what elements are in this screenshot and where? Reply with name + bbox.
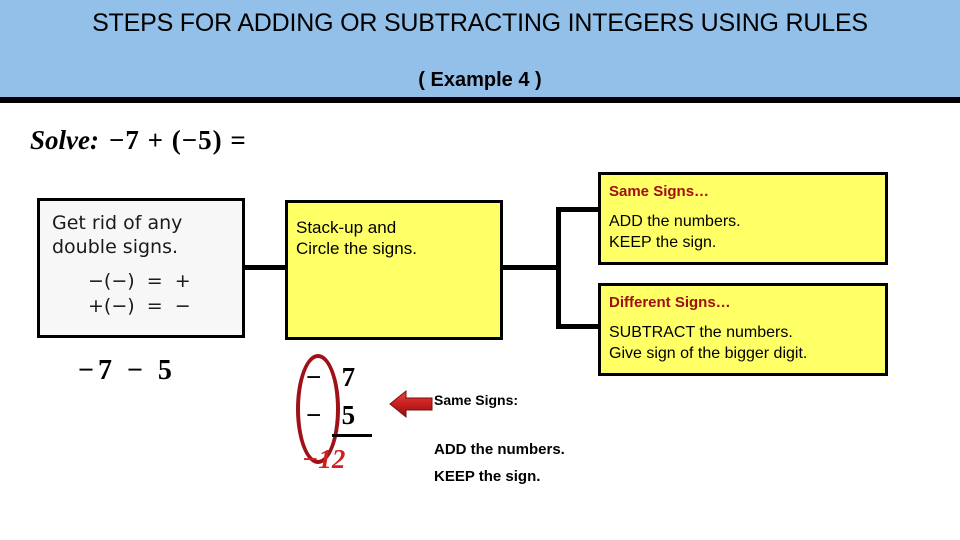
arrow-left-icon (388, 388, 436, 420)
same-signs-title: Same Signs… (609, 183, 710, 200)
stacked-addition-work: − 7 − 5 −12 (296, 352, 406, 482)
header-divider (0, 97, 960, 103)
stack-answer: −12 (302, 444, 346, 474)
page-subtitle: ( Example 4 ) (418, 69, 542, 91)
stack-row-second: − 5 (306, 400, 356, 430)
page-title: STEPS FOR ADDING OR SUBTRACTING INTEGERS… (92, 9, 868, 37)
step-box-stack-up: Stack-up and Circle the signs. (285, 200, 503, 340)
different-signs-title: Different Signs… (609, 294, 731, 311)
solve-label: Solve: (30, 125, 99, 155)
stack-row-first: − 7 (306, 362, 356, 392)
rule-box-different-signs: Different Signs… SUBTRACT the numbers. G… (598, 283, 888, 376)
stack-up-text: Stack-up and Circle the signs. (296, 218, 417, 258)
double-signs-rules: −(−) = + +(−) = − (88, 270, 191, 317)
connector-stackup-to-branch (503, 265, 561, 270)
connector-branch-vertical (556, 207, 561, 329)
callout-line-2: KEEP the sign. (434, 468, 541, 485)
connector-doublesigns-to-stackup (245, 265, 287, 270)
callout-line-1: ADD the numbers. (434, 441, 565, 458)
simplified-expression: −7 − 5 (78, 355, 176, 386)
different-signs-body: SUBTRACT the numbers. Give sign of the b… (609, 324, 808, 362)
stack-underline (332, 434, 372, 437)
solve-line: Solve: −7 + (−5) = (30, 125, 247, 156)
step-box-double-signs: Get rid of any double signs. −(−) = + +(… (37, 198, 245, 338)
rule-box-same-signs: Same Signs… ADD the numbers. KEEP the si… (598, 172, 888, 265)
circled-signs-ellipse (296, 354, 340, 464)
callout-title: Same Signs: (434, 392, 519, 408)
connector-branch-to-different-signs (556, 324, 602, 329)
same-signs-body: ADD the numbers. KEEP the sign. (609, 213, 741, 251)
double-signs-text: Get rid of any double signs. (52, 212, 183, 258)
connector-branch-to-same-signs (556, 207, 602, 212)
header-band (0, 0, 960, 97)
solve-expression: −7 + (−5) = (108, 125, 247, 155)
